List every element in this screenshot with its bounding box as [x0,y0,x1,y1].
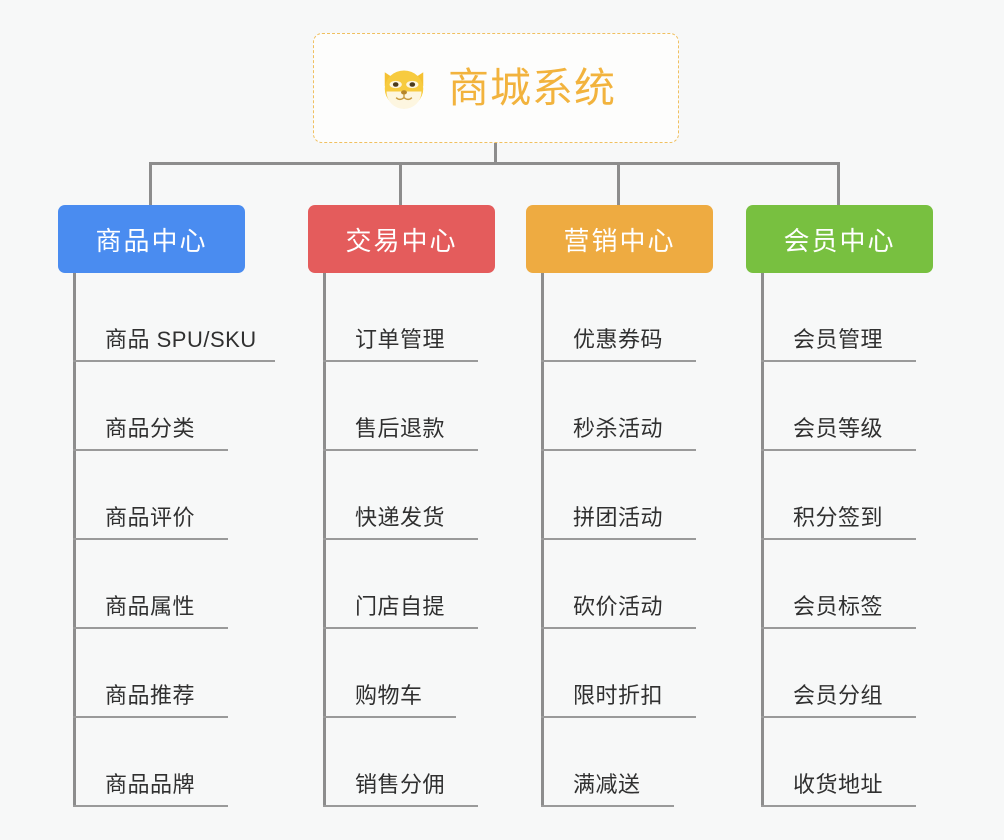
leaf-item[interactable]: 限时折扣 [541,629,696,718]
branch-column-marketing-center: 营销中心 优惠券码 秒杀活动 拼团活动 砍价活动 限时折扣 满减送 [526,205,713,807]
leaf-item[interactable]: 满减送 [541,718,674,807]
leaf-label: 秒杀活动 [573,416,664,441]
leaf-list-product-center: 商品 SPU/SKU 商品分类 商品评价 商品属性 商品推荐 商品品牌 [73,273,275,807]
branch-column-product-center: 商品中心 商品 SPU/SKU 商品分类 商品评价 商品属性 商品推荐 商品品牌 [58,205,275,807]
leaf-item[interactable]: 销售分佣 [323,718,478,807]
leaf-label: 门店自提 [355,594,446,619]
branch-title-product-center: 商品中心 [95,225,208,256]
branch-header-trade-center[interactable]: 交易中心 [308,205,495,273]
leaf-label: 优惠券码 [573,327,664,352]
leaf-label: 商品推荐 [105,683,196,708]
leaf-item[interactable]: 砍价活动 [541,540,696,629]
leaf-label: 快递发货 [355,505,446,530]
leaf-item[interactable]: 会员分组 [761,629,916,718]
branch-header-member-center[interactable]: 会员中心 [746,205,933,273]
leaf-label: 会员标签 [793,594,884,619]
leaf-label: 商品分类 [105,416,196,441]
leaf-item[interactable]: 快递发货 [323,451,478,540]
leaf-label: 商品品牌 [105,772,196,797]
leaf-item[interactable]: 商品品牌 [73,718,228,807]
leaf-label: 限时折扣 [573,683,664,708]
leaf-item[interactable]: 会员标签 [761,540,916,629]
leaf-label: 会员等级 [793,416,884,441]
leaf-label: 售后退款 [355,416,446,441]
branch-column-trade-center: 交易中心 订单管理 售后退款 快递发货 门店自提 购物车 销售分佣 [308,205,495,807]
connector-drop-branch-1 [149,162,152,207]
leaf-item[interactable]: 积分签到 [761,451,916,540]
connector-drop-branch-3 [617,162,620,207]
leaf-list-marketing-center: 优惠券码 秒杀活动 拼团活动 砍价活动 限时折扣 满减送 [541,273,696,807]
connector-horizontal-bus [150,162,839,165]
connector-drop-branch-2 [399,162,402,207]
leaf-label: 商品评价 [105,505,196,530]
leaf-label: 商品属性 [105,594,196,619]
leaf-label: 积分签到 [793,505,884,530]
root-node[interactable]: 商城系统 [313,33,679,143]
shiba-inu-dog-face-icon [384,70,424,109]
leaf-item[interactable]: 商品属性 [73,540,228,629]
leaf-item[interactable]: 购物车 [323,629,456,718]
branch-spine-product-center [73,273,76,807]
connector-root-drop [494,143,497,164]
branch-column-member-center: 会员中心 会员管理 会员等级 积分签到 会员标签 会员分组 收货地址 [746,205,933,807]
leaf-item[interactable]: 售后退款 [323,362,478,451]
root-title: 商城系统 [448,64,616,111]
leaf-label: 会员分组 [793,683,884,708]
leaf-item[interactable]: 门店自提 [323,540,478,629]
branch-header-product-center[interactable]: 商品中心 [58,205,245,273]
leaf-label: 收货地址 [793,772,884,797]
leaf-list-member-center: 会员管理 会员等级 积分签到 会员标签 会员分组 收货地址 [761,273,916,807]
leaf-item[interactable]: 商品分类 [73,362,228,451]
leaf-label: 满减送 [573,772,641,797]
branch-spine-member-center [761,273,764,807]
leaf-label: 商品 SPU/SKU [105,327,257,352]
branch-title-trade-center: 交易中心 [345,225,458,256]
leaf-label: 拼团活动 [573,505,664,530]
branch-title-member-center: 会员中心 [783,225,896,256]
leaf-item[interactable]: 会员等级 [761,362,916,451]
leaf-label: 会员管理 [793,327,884,352]
leaf-item[interactable]: 收货地址 [761,718,916,807]
leaf-item[interactable]: 商品 SPU/SKU [73,273,275,362]
leaf-item[interactable]: 秒杀活动 [541,362,696,451]
leaf-item[interactable]: 拼团活动 [541,451,696,540]
branch-title-marketing-center: 营销中心 [563,225,676,256]
leaf-item[interactable]: 会员管理 [761,273,916,362]
leaf-item[interactable]: 订单管理 [323,273,478,362]
branch-spine-trade-center [323,273,326,807]
branch-header-marketing-center[interactable]: 营销中心 [526,205,713,273]
leaf-label: 购物车 [355,683,423,708]
leaf-list-trade-center: 订单管理 售后退款 快递发货 门店自提 购物车 销售分佣 [323,273,478,807]
leaf-label: 订单管理 [355,327,446,352]
leaf-label: 砍价活动 [573,594,664,619]
connector-drop-branch-4 [837,162,840,207]
leaf-label: 销售分佣 [355,772,446,797]
leaf-item[interactable]: 优惠券码 [541,273,696,362]
leaf-item[interactable]: 商品评价 [73,451,228,540]
branch-spine-marketing-center [541,273,544,807]
leaf-item[interactable]: 商品推荐 [73,629,228,718]
